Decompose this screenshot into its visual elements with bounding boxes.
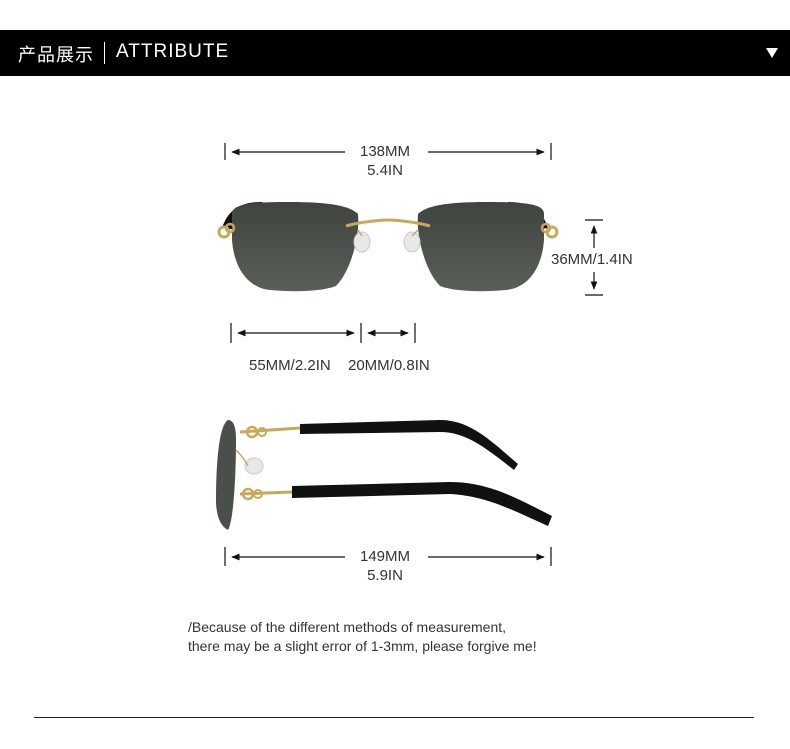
lens-height-label: 36MM/1.4IN bbox=[551, 251, 633, 268]
header-title-en: ATTRIBUTE bbox=[116, 41, 230, 62]
header-bar: 产品展示 ATTRIBUTE bbox=[0, 30, 790, 76]
glasses-side-view bbox=[216, 420, 552, 530]
chevron-down-icon[interactable] bbox=[766, 48, 778, 58]
glasses-front-view bbox=[217, 202, 559, 292]
measurement-note: /Because of the different methods of mea… bbox=[188, 618, 537, 656]
total-width-mm-label: 138MM bbox=[359, 143, 411, 160]
lens-width-label: 55MM/2.2IN bbox=[249, 357, 331, 374]
header-divider bbox=[104, 42, 105, 64]
total-width-dimension bbox=[224, 143, 552, 160]
total-width-in-label: 5.4IN bbox=[367, 162, 403, 179]
bottom-divider bbox=[34, 717, 754, 718]
lens-height-dimension bbox=[585, 219, 603, 296]
note-line-2: there may be a slight error of 1-3mm, pl… bbox=[188, 638, 537, 654]
lens-bridge-dimension bbox=[230, 323, 416, 343]
header-title-cn: 产品展示 bbox=[18, 45, 94, 66]
temple-length-dimension bbox=[224, 547, 552, 566]
temple-length-mm-label: 149MM bbox=[359, 548, 411, 565]
note-line-1: /Because of the different methods of mea… bbox=[188, 619, 507, 635]
bridge-width-label: 20MM/0.8IN bbox=[348, 357, 430, 374]
temple-length-in-label: 5.9IN bbox=[367, 567, 403, 584]
